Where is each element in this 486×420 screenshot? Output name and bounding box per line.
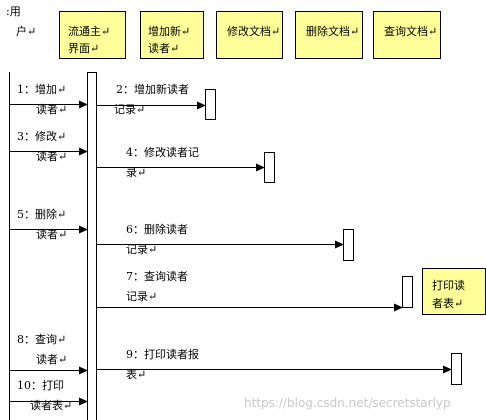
object-box-modify-doc: 修改文档↵: [216, 11, 283, 59]
message-label-5: 5：删除↵ 读者↵: [17, 208, 68, 241]
object-box-add-reader: 增加新↵ 读者↵: [140, 11, 204, 59]
user-actor-label: :用 户↵: [6, 5, 37, 38]
message-label-9: 9：打印读者报 表↵: [126, 348, 199, 381]
object-box-print-table: 打印读 者表↵: [422, 268, 486, 315]
activation-add-reader: [205, 89, 216, 120]
main-interface-lifeline: [87, 72, 97, 420]
object-box-delete-doc: 删除文档↵: [295, 11, 363, 59]
activation-modify-doc: [264, 152, 275, 183]
activation-query-doc: [402, 276, 413, 308]
object-box-circulation-main: 流通主↵ 界面↵: [59, 11, 126, 59]
message-label-4: 4：修改读者记 录↵: [126, 146, 199, 179]
watermark-text: https://blog.csdn.net/secretstarlyp: [244, 396, 451, 410]
message-label-6: 6：删除读者 记录↵: [126, 223, 188, 256]
message-label-7: 7：查询读者 记录↵: [126, 270, 188, 303]
activation-delete-doc: [343, 229, 354, 261]
object-box-query-doc: 查询文档↵: [373, 11, 441, 59]
message-label-1: 1：增加↵ 读者↵: [17, 83, 68, 116]
activation-print: [451, 353, 462, 385]
message-label-10: 10：打印 读者表↵: [17, 379, 73, 412]
message-label-8: 8：查询↵ 读者↵: [17, 333, 68, 366]
message-label-2: 2：增加新读者 记录↵: [114, 83, 189, 116]
message-label-3: 3：修改↵ 读者↵: [17, 130, 68, 163]
